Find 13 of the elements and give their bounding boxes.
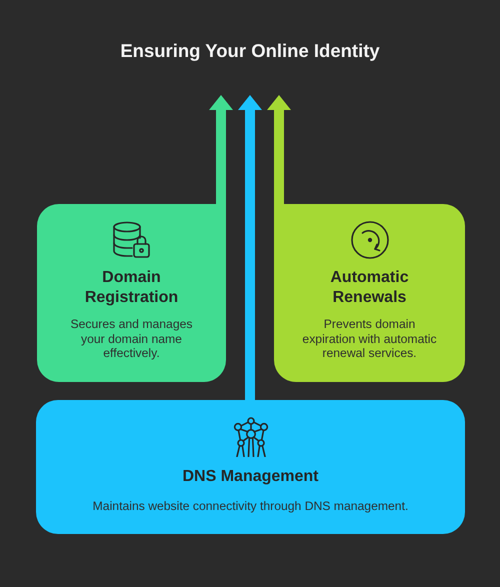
card-description: Secures and manages your domain name effectively.: [70, 317, 194, 360]
card-heading: DNS Management: [182, 467, 319, 487]
card-heading: Domain Registration: [84, 268, 180, 308]
rounded-card: [37, 204, 226, 382]
card-heading: Automatic Renewals: [329, 268, 410, 308]
rounded-card: [36, 400, 465, 534]
rounded-card: [274, 204, 465, 382]
arrow: [267, 95, 291, 204]
card-description: Maintains website connectivity through DNS management.: [92, 499, 408, 514]
arrow: [209, 95, 233, 204]
title: Ensuring Your Online Identity: [120, 39, 380, 63]
arrow: [238, 95, 262, 400]
card-description: Prevents domain expiration with automatic renewal services.: [301, 317, 438, 360]
